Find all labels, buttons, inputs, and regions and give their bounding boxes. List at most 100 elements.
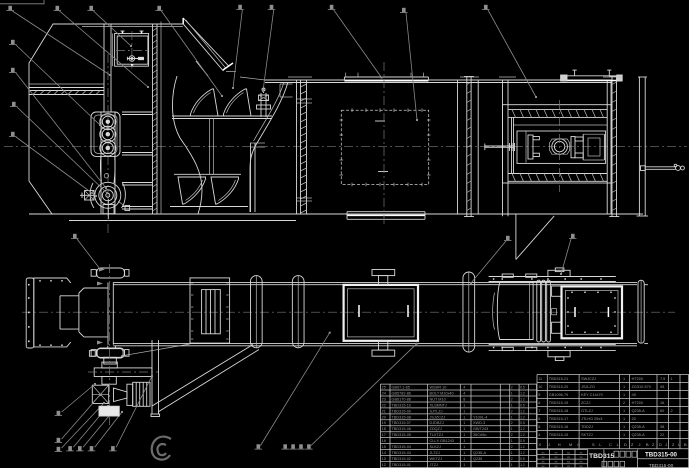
svg-text:xx: xx <box>579 450 583 454</box>
svg-text:Q235-A: Q235-A <box>632 409 646 413</box>
svg-text:JTLHG 25x3: JTLHG 25x3 <box>581 417 602 421</box>
svg-text:1.2: 1.2 <box>520 415 525 419</box>
svg-text:xx: xx <box>579 464 583 468</box>
svg-text:1: 1 <box>463 409 465 413</box>
svg-text:B: B <box>646 442 649 447</box>
svg-text:2: 2 <box>511 421 513 425</box>
svg-text:1.2: 1.2 <box>520 409 525 413</box>
svg-text:16: 16 <box>660 401 664 405</box>
svg-text:xx: xx <box>554 460 558 464</box>
svg-text:TBD315-00: TBD315-00 <box>645 452 678 459</box>
svg-text:GB97.1-85: GB97.1-85 <box>392 386 410 390</box>
svg-text:2: 2 <box>511 433 513 437</box>
svg-text:6: 6 <box>538 417 540 421</box>
svg-text:SWJCZJ: SWJCZJ <box>581 377 596 381</box>
svg-text:22: 22 <box>382 403 386 407</box>
svg-text:xx: xx <box>541 455 545 459</box>
svg-text:2: 2 <box>671 409 673 413</box>
svg-text:xx: xx <box>554 455 558 459</box>
svg-text:xx: xx <box>541 464 545 468</box>
svg-text:1.2: 1.2 <box>520 427 525 431</box>
svg-text:Z: Z <box>652 442 655 447</box>
svg-text:HT200: HT200 <box>632 377 643 381</box>
svg-text:TBD315-15: TBD315-15 <box>549 433 568 437</box>
svg-text:Q235: Q235 <box>473 457 482 461</box>
svg-text:J: J <box>639 442 641 447</box>
svg-text:1: 1 <box>511 391 513 395</box>
svg-text:SJTLZJ: SJTLZJ <box>430 409 443 413</box>
svg-text:Y100L-4: Y100L-4 <box>473 415 487 419</box>
svg-text:1: 1 <box>463 457 465 461</box>
svg-text:HT200: HT200 <box>632 401 643 405</box>
svg-text:21: 21 <box>382 409 386 413</box>
svg-text:45: 45 <box>660 385 664 389</box>
svg-text:1: 1 <box>671 377 673 381</box>
svg-text:5: 5 <box>538 425 540 429</box>
svg-text:TBD315-21: TBD315-21 <box>549 377 568 381</box>
svg-text:TBD315-02: TBD315-02 <box>392 457 411 461</box>
svg-text:1: 1 <box>623 393 625 397</box>
svg-text:JSJLZO: JSJLZO <box>581 385 595 389</box>
svg-text:1: 1 <box>511 427 513 431</box>
svg-text:TBD315-20: TBD315-20 <box>549 385 568 389</box>
svg-text:2: 2 <box>511 445 513 449</box>
svg-text:24: 24 <box>382 391 386 395</box>
svg-text:BOLT M10x40: BOLT M10x40 <box>430 391 454 395</box>
svg-text:7: 7 <box>538 409 540 413</box>
svg-text:7.5: 7.5 <box>660 377 665 381</box>
svg-text:4: 4 <box>463 386 465 390</box>
svg-text:12: 12 <box>382 463 386 467</box>
svg-text:1: 1 <box>463 445 465 449</box>
svg-text:xx: xx <box>554 450 558 454</box>
svg-text:X: X <box>539 442 542 447</box>
svg-text:TBD315-09: TBD315-09 <box>392 409 411 413</box>
svg-text:XLSMNTJ: XLSMNTJ <box>430 403 447 407</box>
svg-text:TBD315-08: TBD315-08 <box>392 415 411 419</box>
svg-text:D: D <box>659 442 662 447</box>
svg-text:1: 1 <box>511 403 513 407</box>
svg-text:D: D <box>624 442 627 447</box>
svg-text:1: 1 <box>463 439 465 443</box>
svg-text:TBD315-03: TBD315-03 <box>392 451 411 455</box>
svg-text:XWD-3: XWD-3 <box>473 421 485 425</box>
svg-text:Q235-A: Q235-A <box>632 425 646 429</box>
svg-text:JTZJ: JTZJ <box>430 463 439 467</box>
svg-text:C: C <box>609 442 612 447</box>
svg-text:M: M <box>569 442 572 447</box>
svg-text:1: 1 <box>511 451 513 455</box>
svg-text:TBD315-16: TBD315-16 <box>549 425 568 429</box>
svg-text:20: 20 <box>382 415 386 419</box>
svg-text:J: J <box>665 442 667 447</box>
svg-text:J: J <box>548 442 550 447</box>
svg-text:TBD315-05: TBD315-05 <box>392 433 411 437</box>
svg-text:L: L <box>678 442 681 447</box>
svg-text:1.2: 1.2 <box>520 391 525 395</box>
svg-text:1: 1 <box>623 377 625 381</box>
svg-text:TBD315-06: TBD315-06 <box>392 427 411 431</box>
svg-text:L: L <box>599 442 602 447</box>
svg-text:GB1096-79: GB1096-79 <box>549 393 568 397</box>
svg-text:Z: Z <box>631 442 634 447</box>
svg-text:8: 8 <box>538 401 540 405</box>
svg-text:11: 11 <box>538 377 542 381</box>
svg-text:1: 1 <box>623 409 625 413</box>
svg-text:2: 2 <box>511 386 513 390</box>
svg-text:xx: xx <box>579 455 583 459</box>
svg-text:60: 60 <box>660 409 664 413</box>
svg-text:19: 19 <box>382 421 386 425</box>
svg-text:1: 1 <box>511 463 513 467</box>
svg-text:GB/T243: GB/T243 <box>473 427 488 431</box>
svg-text:TBD315: TBD315 <box>589 453 615 460</box>
svg-text:1.2: 1.2 <box>520 433 525 437</box>
svg-text:TBD315-01: TBD315-01 <box>392 463 411 467</box>
svg-text:1: 1 <box>623 425 625 429</box>
svg-text:2: 2 <box>511 457 513 461</box>
svg-text:8: 8 <box>463 397 465 401</box>
svg-text:13: 13 <box>382 457 386 461</box>
svg-text:0.5: 0.5 <box>520 439 525 443</box>
svg-text:TBD315-18: TBD315-18 <box>549 409 568 413</box>
svg-text:Z: Z <box>672 442 675 447</box>
svg-text:4: 4 <box>538 433 540 437</box>
svg-text:xx: xx <box>567 460 571 464</box>
svg-text:TBD315-19: TBD315-19 <box>549 401 568 405</box>
